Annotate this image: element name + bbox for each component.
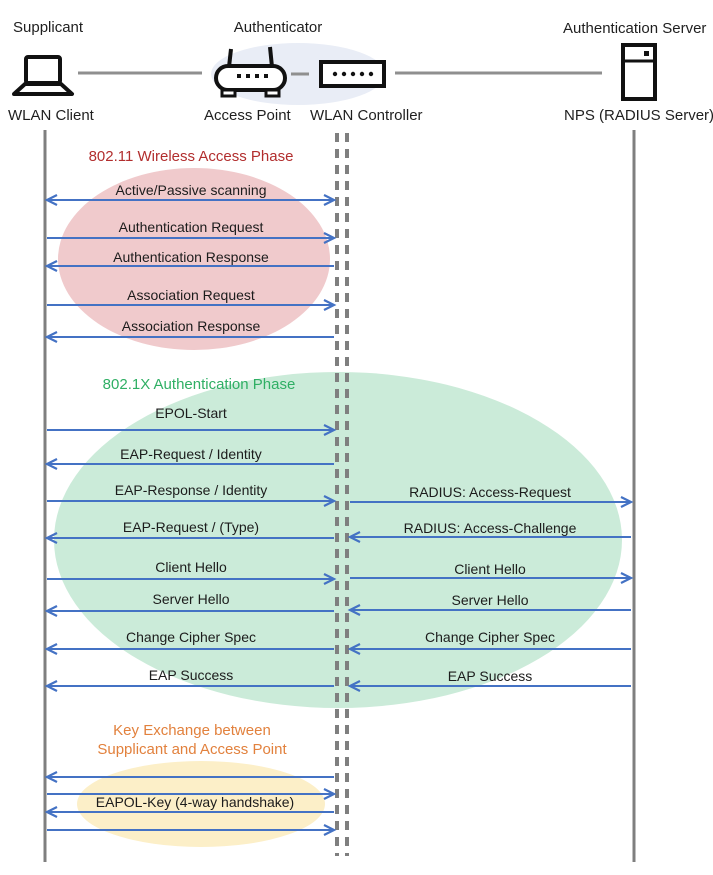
phase2-title: 802.1X Authentication Phase — [102, 376, 296, 393]
msg-radius-access-request: RADIUS: Access-Request — [409, 484, 571, 500]
msg-change-cipher-spec-right: Change Cipher Spec — [425, 629, 555, 645]
msg-authentication-request: Authentication Request — [118, 219, 264, 235]
phase1-title: 802.11 Wireless Access Phase — [88, 148, 294, 165]
msg-active-passive-scanning: Active/Passive scanning — [115, 182, 267, 198]
msg-eap-response-identity: EAP-Response / Identity — [114, 482, 268, 498]
phase3-title-line1: Key Exchange between — [113, 722, 271, 739]
auth-server-role-label: Authentication Server — [563, 20, 707, 37]
msg-eap-success-left: EAP Success — [148, 667, 234, 683]
msg-change-cipher-spec-left: Change Cipher Spec — [126, 629, 256, 645]
wlan-client-label: WLAN Client — [8, 107, 94, 124]
msg-client-hello-right: Client Hello — [454, 561, 526, 577]
msg-eap-request-identity: EAP-Request / Identity — [120, 446, 262, 462]
msg-client-hello-left: Client Hello — [155, 559, 227, 575]
authenticator-role-label: Authenticator — [233, 19, 323, 36]
phase3-title: Key Exchange between Supplicant and Acce… — [97, 721, 286, 759]
wlan-controller-label: WLAN Controller — [310, 107, 423, 124]
server-icon — [621, 43, 657, 101]
msg-server-hello-right: Server Hello — [451, 592, 529, 608]
phase3-title-line2: Supplicant and Access Point — [97, 741, 287, 758]
msg-eap-request-type: EAP-Request / (Type) — [122, 519, 260, 535]
laptop-icon — [12, 55, 74, 96]
msg-association-response: Association Response — [121, 318, 261, 334]
access-point-icon — [214, 46, 287, 98]
access-point-label: Access Point — [204, 107, 291, 124]
msg-radius-access-challenge: RADIUS: Access-Challenge — [403, 520, 577, 536]
phase3-bubble — [77, 761, 325, 847]
msg-association-request: Association Request — [127, 287, 255, 303]
msg-eapol-key-handshake: EAPOL-Key (4-way handshake) — [95, 794, 295, 810]
msg-eap-success-right: EAP Success — [447, 668, 533, 684]
msg-authentication-response: Authentication Response — [113, 249, 269, 265]
message-arrows — [44, 194, 634, 836]
supplicant-role-label: Supplicant — [13, 19, 84, 36]
msg-server-hello-left: Server Hello — [152, 591, 230, 607]
wlan-controller-icon — [319, 60, 386, 88]
header-connectors — [78, 71, 602, 76]
msg-epol-start: EPOL-Start — [155, 405, 227, 421]
nps-server-label: NPS (RADIUS Server) — [564, 107, 713, 124]
